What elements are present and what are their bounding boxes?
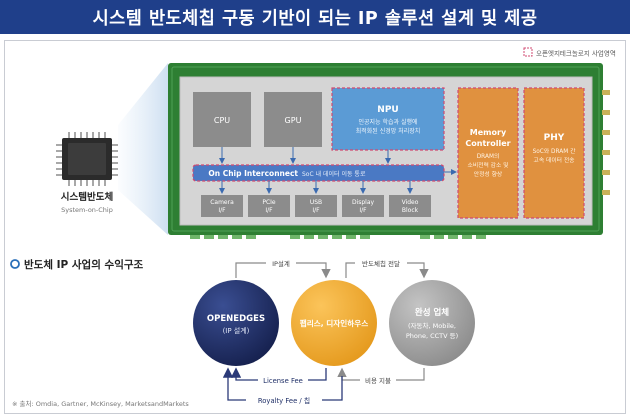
memory-title-line2: Controller bbox=[465, 139, 510, 148]
soc-label-en: System-on-Chip bbox=[61, 206, 113, 214]
bus-connectors-bottom bbox=[219, 181, 413, 194]
io-video-line1: Video bbox=[402, 199, 419, 206]
interconnect-title: On Chip Interconnect bbox=[208, 169, 298, 178]
label-bg-license bbox=[258, 374, 308, 386]
io-block-pcie: PCIe I/F bbox=[248, 195, 290, 217]
io-block-display: Display I/F bbox=[342, 195, 384, 217]
io-display-line2: I/F bbox=[359, 207, 367, 214]
memory-title-line1: Memory bbox=[470, 128, 507, 137]
label-bg-chip-delivery bbox=[355, 256, 407, 268]
npu-block bbox=[331, 87, 445, 151]
io-block-usb: USB I/F bbox=[295, 195, 337, 217]
phy-title: PHY bbox=[544, 133, 565, 143]
io-display-line1: Display bbox=[352, 199, 375, 206]
fabless-title: 팹리스, 디자인하우스 bbox=[300, 318, 368, 328]
io-camera-line2: I/F bbox=[218, 207, 226, 214]
io-block-camera: Camera I/F bbox=[201, 195, 243, 217]
openedges-circle bbox=[193, 280, 279, 366]
content-frame bbox=[4, 40, 626, 414]
title-banner: 시스템 반도체칩 구동 기반이 되는 IP 솔루션 설계 및 제공 bbox=[0, 0, 630, 34]
label-bg-royalty bbox=[246, 394, 322, 406]
legend-label: 오픈엣지테크놀로지 사업영역 bbox=[536, 49, 616, 58]
openedges-title: OPENEDGES bbox=[207, 314, 265, 324]
memory-controller-block bbox=[457, 87, 519, 219]
flow-label-license-fee: License Fee bbox=[263, 377, 303, 385]
memory-desc-line3: 안정성 향상 bbox=[474, 170, 503, 178]
gpu-label: GPU bbox=[285, 116, 302, 125]
io-usb-line1: USB bbox=[310, 199, 322, 206]
io-camera-line1: Camera bbox=[210, 199, 234, 206]
label-bg-cost bbox=[360, 374, 396, 386]
openedges-sub: (IP 설계) bbox=[223, 326, 250, 335]
gpu-block bbox=[264, 92, 322, 147]
finished-goods-circle bbox=[389, 280, 475, 366]
label-bg-ip-design bbox=[266, 256, 296, 268]
soc-label-ko: 시스템반도체 bbox=[61, 191, 113, 203]
memory-desc-line2: 소비전력 감소 및 bbox=[467, 161, 508, 169]
flow-label-royalty-fee: Royalty Fee / 칩 bbox=[258, 396, 310, 405]
phy-block bbox=[523, 87, 585, 219]
bus-connectors-top bbox=[219, 147, 457, 175]
legend-swatch bbox=[523, 47, 533, 57]
interconnect-bar bbox=[192, 164, 445, 182]
page-title: 시스템 반도체칩 구동 기반이 되는 IP 솔루션 설계 및 제공 bbox=[92, 8, 538, 29]
io-usb-line2: I/F bbox=[312, 207, 320, 214]
io-pcie-line2: I/F bbox=[265, 207, 273, 214]
finished-sub-line1: (자동차, Mobile, bbox=[408, 321, 456, 330]
heading-bullet-icon bbox=[10, 259, 20, 269]
io-block-video: Video Block bbox=[389, 195, 431, 217]
flow-label-ip-design: IP설계 bbox=[272, 259, 290, 268]
npu-desc-line2: 최적화된 신경망 처리장치 bbox=[356, 127, 421, 135]
soc-chip-icon bbox=[56, 132, 118, 186]
cpu-block bbox=[193, 92, 251, 147]
flow-label-cost-payment: 비용 지불 bbox=[365, 376, 391, 385]
finished-title: 완성 업체 bbox=[415, 307, 449, 318]
io-video-line2: Block bbox=[402, 207, 419, 214]
io-pcie-line1: PCIe bbox=[262, 199, 276, 206]
source-note: ※ 출처: Omdia, Gartner, McKinsey, Marketsa… bbox=[12, 399, 189, 408]
npu-title: NPU bbox=[377, 105, 398, 115]
flow-label-chip-delivery: 반도체칩 전달 bbox=[362, 259, 400, 268]
interconnect-desc: SoC 내 데이터 이동 통로 bbox=[302, 170, 366, 178]
revenue-heading: 반도체 IP 사업의 수익구조 bbox=[24, 258, 144, 271]
npu-desc-line1: 인공지능 학습과 실행에 bbox=[358, 118, 417, 126]
finished-sub-line2: Phone, CCTV 등) bbox=[406, 332, 458, 340]
memory-desc-line1: DRAM의 bbox=[477, 152, 500, 160]
phy-desc-line1: SoC와 DRAM 간 bbox=[533, 147, 577, 155]
highlight-beam bbox=[118, 63, 168, 235]
fabless-circle bbox=[291, 280, 377, 366]
phy-desc-line2: 고속 데이터 전송 bbox=[533, 156, 575, 164]
cpu-label: CPU bbox=[214, 116, 230, 125]
